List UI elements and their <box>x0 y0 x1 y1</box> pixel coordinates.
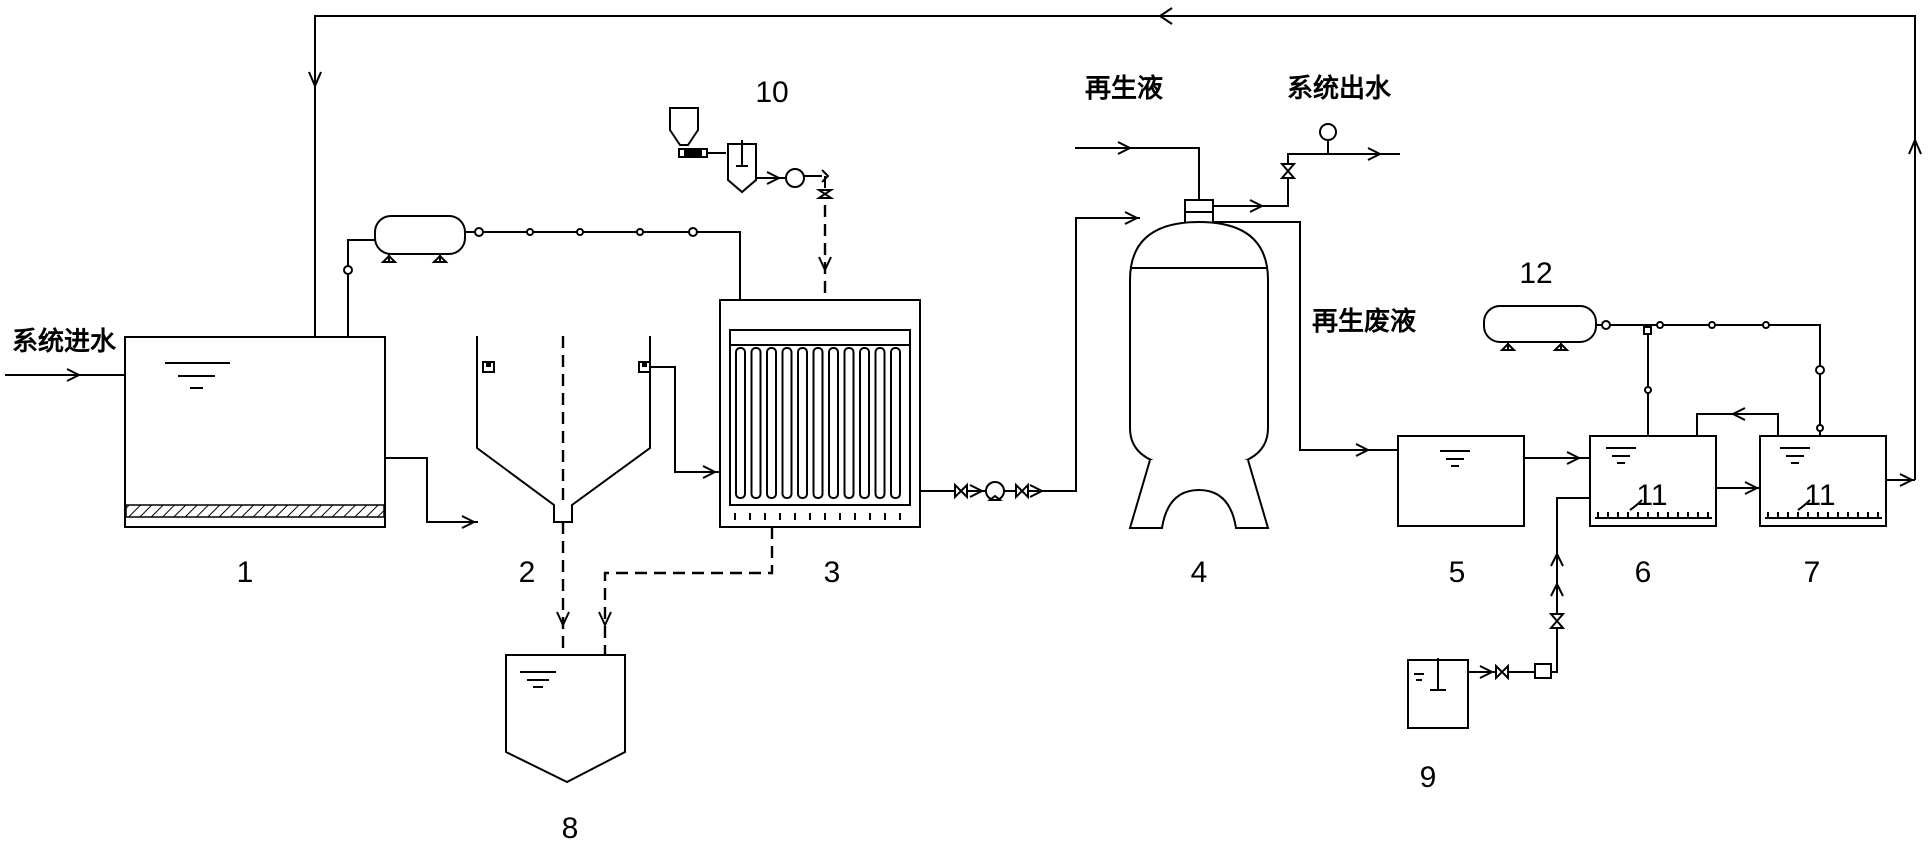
blower-1 <box>374 215 466 263</box>
diffuser-6 <box>1597 512 1709 518</box>
membrane-tube <box>766 347 777 499</box>
mbr-tank-3: 3 <box>719 299 921 589</box>
membrane-tube <box>750 347 762 499</box>
unit-9-label: 9 <box>1420 761 1437 794</box>
membrane-tube <box>812 347 824 499</box>
unit-10-label: 10 <box>755 76 788 109</box>
regen-waste-label: 再生废液 <box>1312 306 1416 337</box>
unit-3-label: 3 <box>824 556 841 589</box>
pump-line <box>920 211 1140 501</box>
membrane-tube <box>843 347 855 499</box>
system-outlet-label: 系统出水 <box>1287 73 1392 104</box>
membrane-tube <box>859 347 870 499</box>
unit-5-label: 5 <box>1449 556 1466 589</box>
inner-11-a: 11 <box>1636 479 1667 512</box>
unit-12-label: 12 <box>1519 257 1552 290</box>
ion-exchange-column-4: 4 <box>1128 199 1270 589</box>
unit-1-label: 1 <box>237 556 254 589</box>
tank-5: 5 <box>1397 435 1525 589</box>
membrane-tube <box>890 347 901 499</box>
unit-8-label: 8 <box>562 812 579 845</box>
inner-11-b: 11 <box>1804 479 1835 512</box>
membrane-modules <box>735 347 901 499</box>
regen-liquid-label: 再生液 <box>1085 74 1163 104</box>
membrane-tube <box>797 347 808 499</box>
unit-7-label: 7 <box>1804 556 1821 589</box>
sludge-tank-8: 8 <box>505 654 626 845</box>
membrane-tube <box>781 347 793 499</box>
settling-tank-2: 2 <box>476 336 651 589</box>
reactor-6: 11 6 <box>1589 435 1717 589</box>
unit-2-label: 2 <box>519 556 536 589</box>
reactor-7: 11 7 <box>1759 435 1887 589</box>
unit-4-label: 4 <box>1191 556 1208 589</box>
membrane-tube <box>874 347 886 499</box>
dosing-system-10: 10 <box>669 76 835 300</box>
tank-1: 1 <box>124 336 386 589</box>
membrane-tube <box>735 347 746 499</box>
membrane-tube <box>828 347 839 499</box>
dosing-tank-9: 9 <box>1407 658 1469 794</box>
unit-6-label: 6 <box>1635 556 1652 589</box>
diffuser-7 <box>1767 512 1879 518</box>
system-inlet: 系统进水 <box>5 326 125 382</box>
blower-12: 12 <box>1483 257 1597 351</box>
system-inlet-label: 系统进水 <box>12 326 117 357</box>
aerator-row <box>734 513 901 520</box>
